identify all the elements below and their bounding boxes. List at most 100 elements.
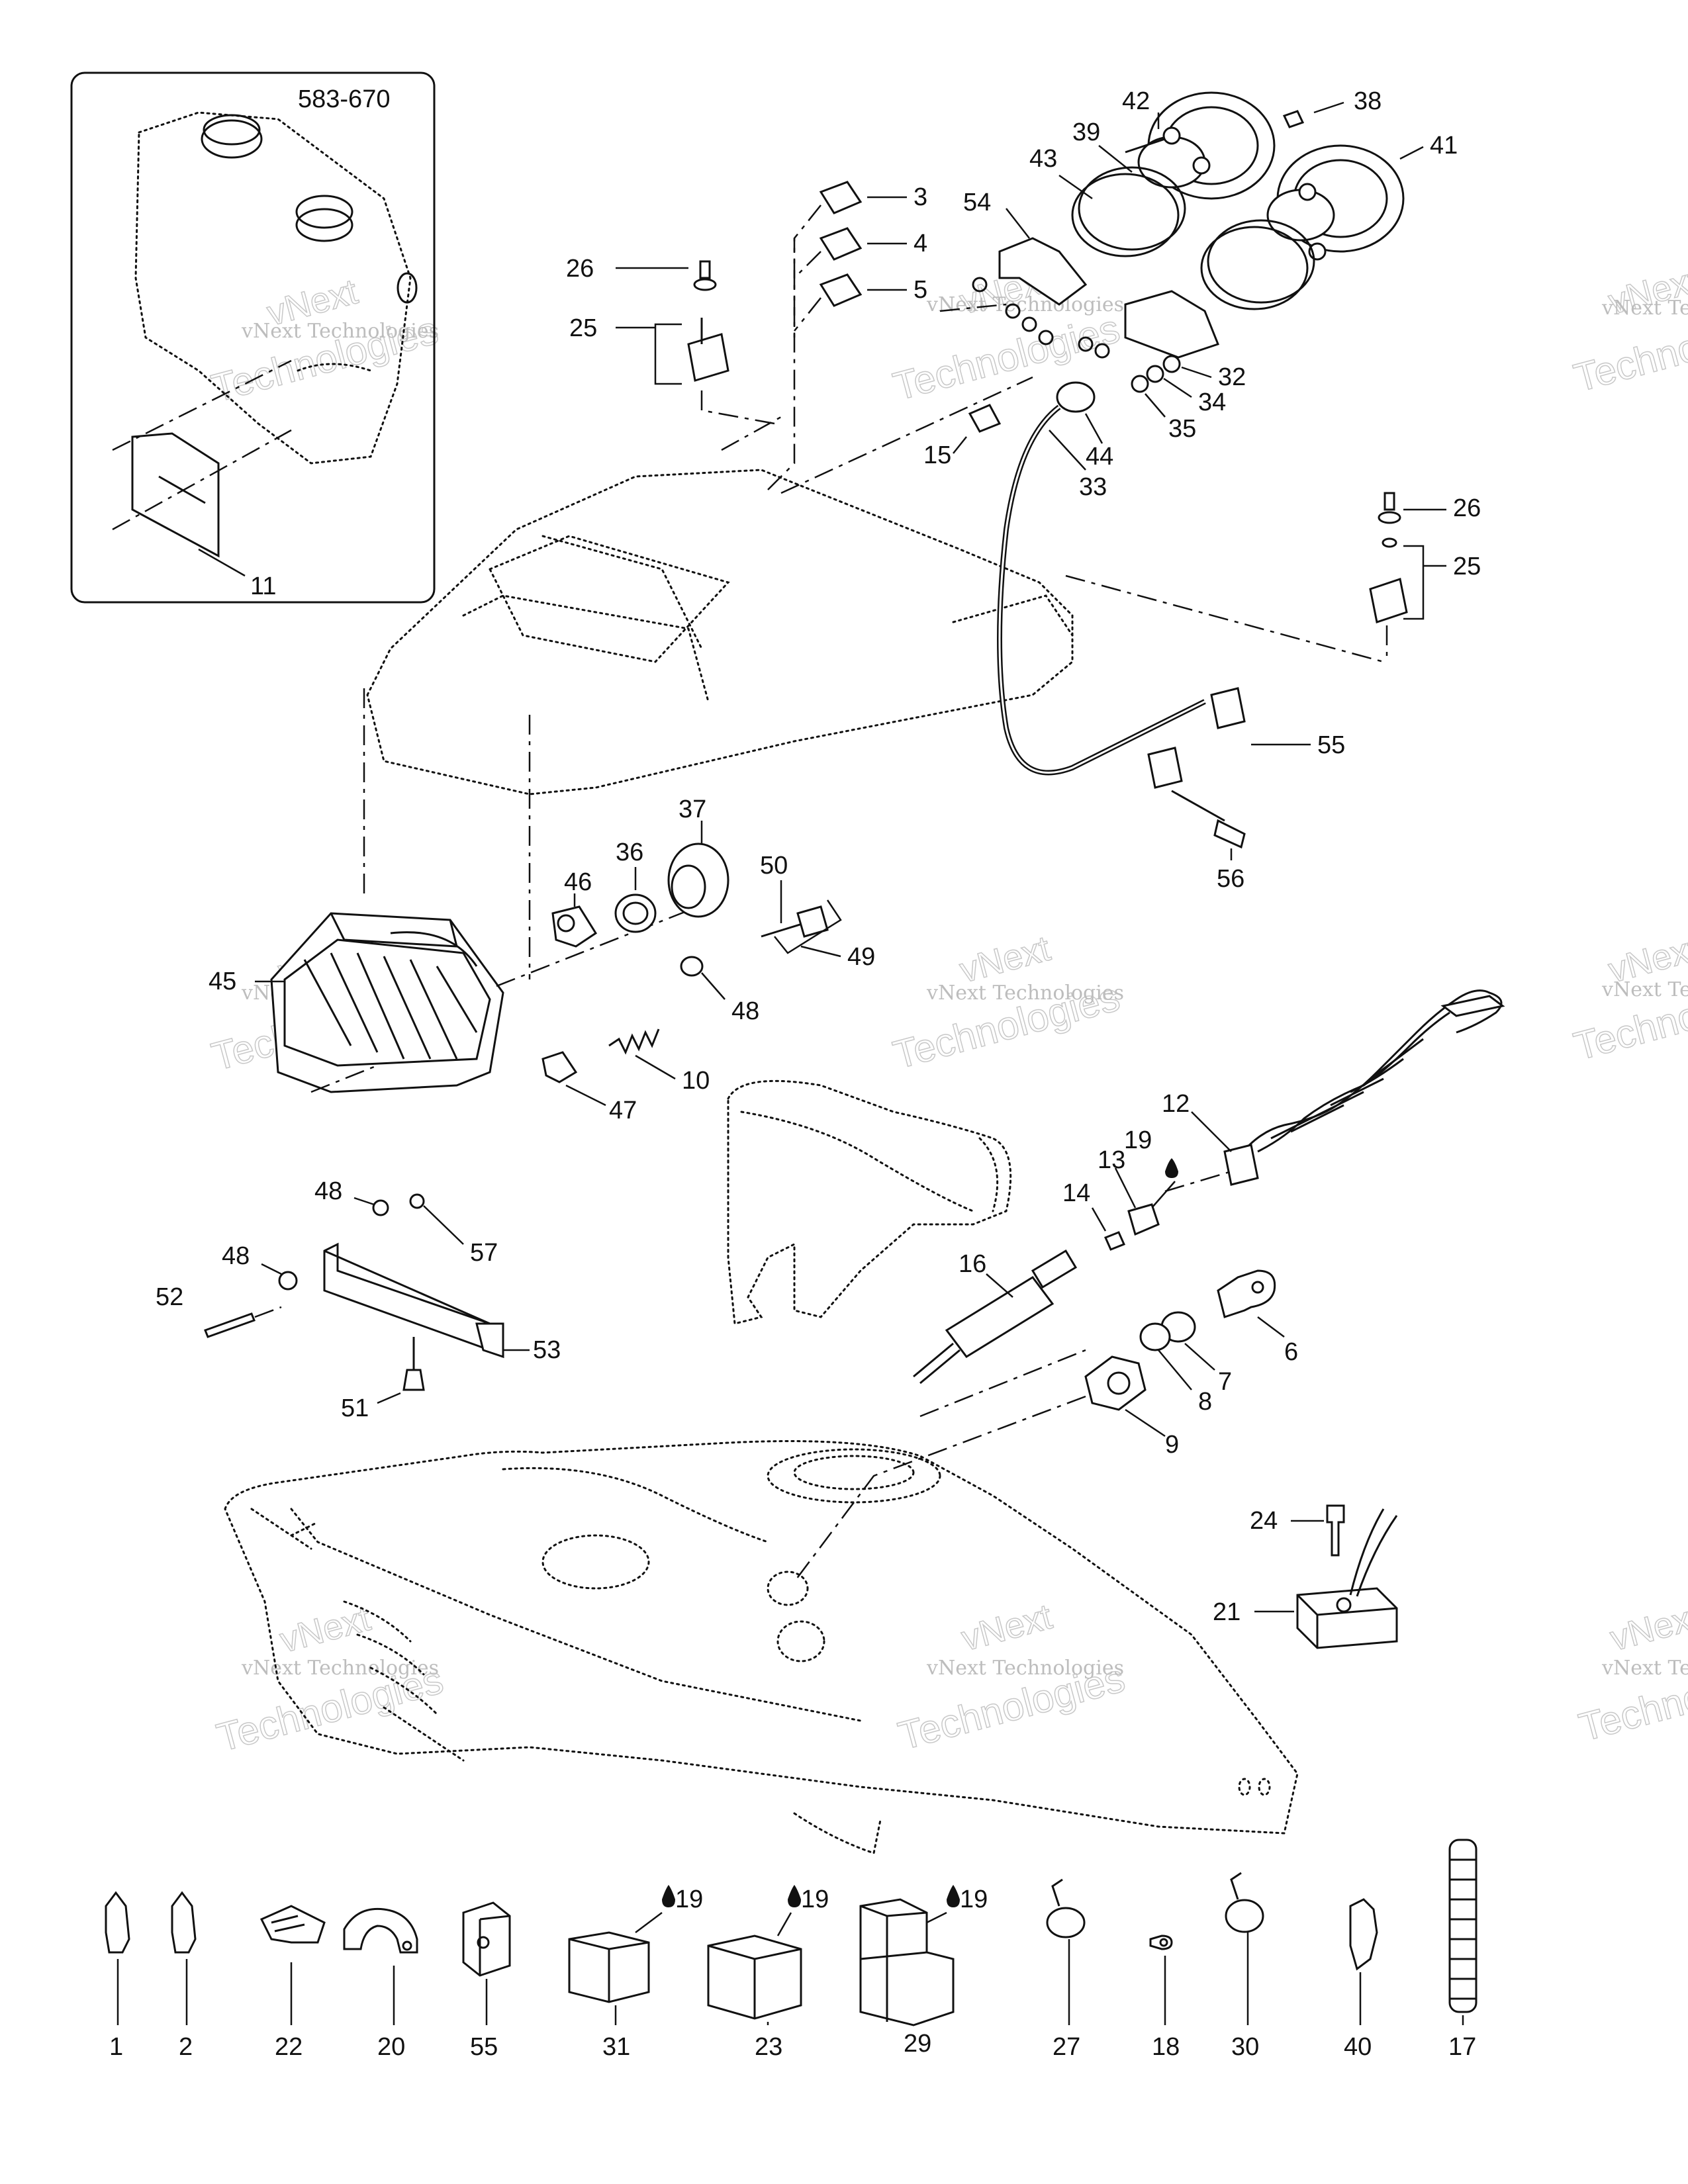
bolt-52 (204, 1312, 256, 1338)
washer-48-top (372, 1199, 389, 1216)
screw-14 (1103, 1231, 1126, 1251)
part-4-label: 4 (914, 230, 927, 257)
switch-knob (699, 260, 711, 279)
part-7-label: 7 (1218, 1368, 1232, 1396)
washer-48-side (278, 1271, 298, 1291)
inset-oil-tank: 583-670 11 (70, 71, 436, 604)
hood-outline (366, 469, 1074, 796)
lubricant-icon (788, 1885, 801, 1907)
tie-27 (1046, 1907, 1086, 1938)
gauge-ring-39 (1078, 166, 1186, 251)
clamp-55-b (1147, 747, 1183, 789)
part-39-label: 39 (1072, 118, 1100, 146)
part-16-label: 16 (959, 1250, 986, 1278)
part-24-label: 24 (1250, 1507, 1278, 1535)
part-51-label: 51 (341, 1394, 369, 1422)
oil-tank-neck (295, 195, 353, 229)
nut-57 (409, 1193, 425, 1209)
screw-38 (1282, 110, 1305, 128)
handlebar-cover (727, 1079, 1012, 1325)
nut-35 (1131, 375, 1149, 393)
cable-nut-44 (1056, 381, 1096, 413)
part-56-label: 56 (1217, 865, 1244, 893)
gauge-brackets: 54 32 34 35 (939, 189, 1246, 443)
bracket-54 (998, 237, 1088, 306)
part-9-label: 9 (1165, 1431, 1179, 1459)
terminal-1 (105, 1891, 130, 1954)
part-14-label: 14 (1062, 1179, 1090, 1207)
part-20-label: 20 (377, 2033, 405, 2061)
part-49-label: 49 (847, 943, 875, 971)
part-6-label: 6 (1284, 1338, 1298, 1366)
part-18-label: 18 (1152, 2033, 1180, 2061)
part-55-label: 55 (470, 2033, 498, 2061)
part-37-label: 37 (679, 796, 706, 823)
part-47-label: 47 (609, 1097, 637, 1124)
part-17-label: 17 (1448, 2033, 1476, 2061)
part-35-label: 35 (1168, 415, 1196, 443)
part-55-label: 55 (1317, 731, 1345, 759)
part-46-label: 46 (564, 868, 592, 896)
switch-knob (1378, 511, 1401, 524)
part-10-label: 10 (682, 1067, 710, 1095)
bolt-24 (1326, 1504, 1345, 1557)
part-45-label: 45 (209, 968, 236, 995)
part-48-label: 48 (731, 997, 759, 1025)
clamp-55-a (1210, 687, 1246, 729)
part-38-label: 38 (1354, 87, 1382, 115)
lubricant-icon (947, 1885, 960, 1907)
part-12-label: 12 (1162, 1090, 1190, 1118)
ignition: 16 6 7 8 9 (794, 1249, 1298, 1582)
fuel-filler (767, 1448, 941, 1504)
part-34-label: 34 (1198, 388, 1226, 416)
gauge-ring-43 (1071, 173, 1180, 257)
part-36-label: 36 (616, 839, 643, 866)
part-43-label: 43 (1029, 145, 1057, 173)
spring-10 (608, 1028, 660, 1055)
body-tub (224, 1440, 1299, 1835)
switch-body (1369, 578, 1408, 623)
cap-13 (1127, 1203, 1160, 1236)
hood-assembly (363, 238, 1384, 979)
electrical-connectors-row: 1 2 22 20 55 19 31 19 23 (105, 1839, 1477, 2061)
part-26-label: 26 (566, 255, 594, 283)
part-41-label: 41 (1430, 132, 1458, 159)
clip-22 (259, 1905, 326, 1944)
terminal-40 (1349, 1898, 1378, 1971)
part-3-label: 3 (914, 183, 927, 211)
headlight-group: 45 46 36 37 50 49 48 10 (209, 796, 875, 1124)
ignition-switch-9 (1084, 1355, 1147, 1411)
part-19-label: 19 (960, 1886, 988, 1913)
svg-text:vNext: vNext (1606, 1597, 1688, 1659)
speedo-cable: 15 44 33 (923, 381, 1206, 776)
headlight-bracket: 53 48 57 48 52 51 (156, 1177, 561, 1422)
switch-cover-4 (819, 227, 863, 261)
washer-32 (1162, 355, 1181, 373)
switch-right: 26 25 (1369, 492, 1481, 662)
part-8-label: 8 (1198, 1388, 1212, 1416)
part-19-label: 19 (1124, 1126, 1152, 1154)
part-25-label: 25 (569, 314, 597, 342)
part-57-label: 57 (470, 1239, 498, 1267)
part-13-label: 13 (1098, 1146, 1125, 1174)
lubricant-icon (662, 1885, 675, 1907)
part-29-label: 29 (904, 2030, 931, 2058)
cap-51 (402, 1369, 425, 1391)
oil-tank-bracket (131, 432, 220, 558)
lower-body (224, 1440, 1299, 1854)
oil-tank (134, 111, 412, 465)
part-53-label: 53 (533, 1336, 561, 1364)
inset-frame (70, 71, 436, 604)
washer-48 (680, 956, 704, 977)
part-1-label: 1 (109, 2033, 123, 2061)
washer-8 (1139, 1322, 1171, 1351)
switch-cover-5 (819, 273, 863, 307)
regulator-21 (1296, 1587, 1398, 1649)
connector-29 (859, 1898, 955, 2026)
tie-30 (1225, 1899, 1264, 1933)
part-30-label: 30 (1231, 2033, 1259, 2061)
svg-text:vNext Technologies: vNext Technologies (926, 981, 1124, 1005)
switch-covers: 3 4 5 (793, 181, 927, 344)
part-42-label: 42 (1122, 87, 1150, 115)
part-48-label: 48 (314, 1177, 342, 1205)
